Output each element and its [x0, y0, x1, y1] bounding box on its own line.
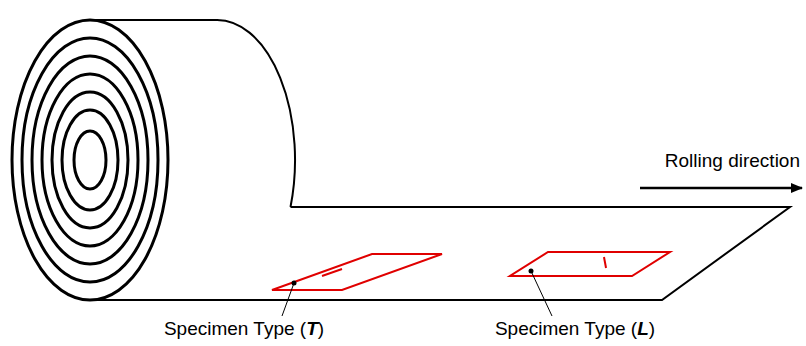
specimen-label: Specimen Type (L) [495, 318, 655, 340]
notch-l [604, 257, 606, 268]
rolling-arrow [640, 187, 802, 190]
leader-line [282, 283, 294, 316]
leader-line [531, 271, 552, 316]
specimen-l [510, 252, 670, 276]
specimen-t [272, 254, 442, 290]
notch-t [322, 269, 342, 276]
roll-windings [12, 20, 168, 300]
sheet-outline [90, 207, 790, 300]
specimen-label: Specimen Type (T) [164, 318, 324, 340]
direction-label: Rolling direction [665, 150, 800, 172]
